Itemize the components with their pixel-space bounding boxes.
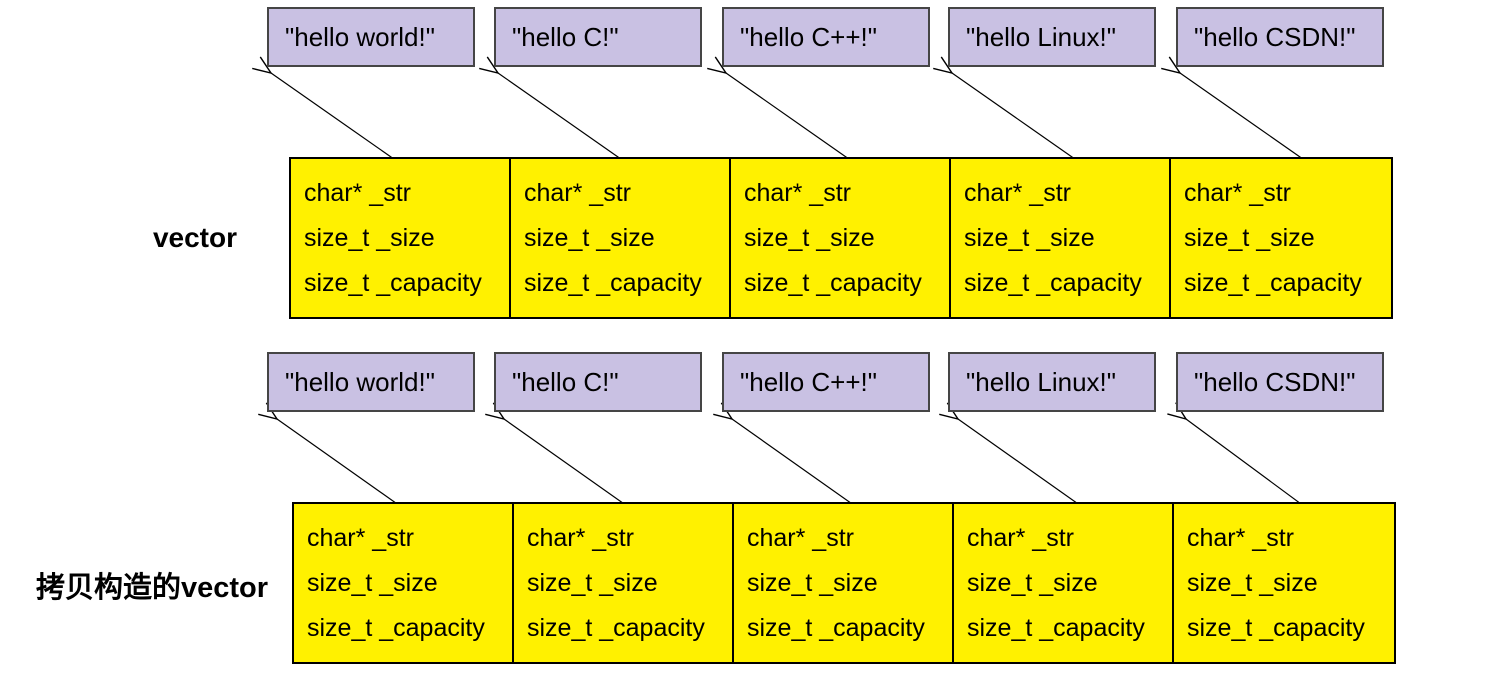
field-size-label: size_t _size <box>967 568 1098 597</box>
field-str-label: char* _str <box>307 523 414 552</box>
field-capacity-label: size_t _capacity <box>1187 613 1365 642</box>
vector-element-cell: char* _str size_t _size size_t _capacity <box>951 159 1171 317</box>
field-capacity-label: size_t _capacity <box>524 268 702 297</box>
field-str-label: char* _str <box>964 178 1071 207</box>
field-size-label: size_t _size <box>1187 568 1318 597</box>
string-literal-box: "hello Linux!" <box>948 352 1156 412</box>
string-literal-text: "hello CSDN!" <box>1194 366 1356 397</box>
vector-element-cell: char* _str size_t _size size_t _capacity <box>1174 504 1394 662</box>
string-literal-text: "hello CSDN!" <box>1194 21 1356 52</box>
field-size-label: size_t _size <box>964 223 1095 252</box>
field-capacity-label: size_t _capacity <box>747 613 925 642</box>
string-literal-box: "hello C!" <box>494 352 702 412</box>
field-capacity-label: size_t _capacity <box>744 268 922 297</box>
string-literal-text: "hello Linux!" <box>966 366 1116 397</box>
string-literal-box: "hello world!" <box>267 352 475 412</box>
string-literal-text: "hello world!" <box>285 21 435 52</box>
field-str-label: char* _str <box>1187 523 1294 552</box>
field-size-label: size_t _size <box>527 568 658 597</box>
string-literal-text: "hello C++!" <box>740 366 877 397</box>
field-capacity-label: size_t _capacity <box>964 268 1142 297</box>
field-str-label: char* _str <box>527 523 634 552</box>
field-capacity-label: size_t _capacity <box>967 613 1145 642</box>
field-str-label: char* _str <box>1184 178 1291 207</box>
copied-vector-label: 拷贝构造的vector <box>35 572 269 604</box>
string-literal-text: "hello world!" <box>285 366 435 397</box>
field-capacity-label: size_t _capacity <box>1184 268 1362 297</box>
string-literal-box: "hello CSDN!" <box>1176 352 1384 412</box>
vector-element-cell: char* _str size_t _size size_t _capacity <box>511 159 731 317</box>
field-capacity-label: size_t _capacity <box>307 613 485 642</box>
vector-element-cell: char* _str size_t _size size_t _capacity <box>954 504 1174 662</box>
string-literal-text: "hello C++!" <box>740 21 877 52</box>
field-size-label: size_t _size <box>307 568 438 597</box>
copied-vector-table: char* _str size_t _size size_t _capacity… <box>292 502 1396 664</box>
string-literal-text: "hello C!" <box>512 21 619 52</box>
vector-element-cell: char* _str size_t _size size_t _capacity <box>1171 159 1391 317</box>
field-capacity-label: size_t _capacity <box>527 613 705 642</box>
field-size-label: size_t _size <box>747 568 878 597</box>
field-str-label: char* _str <box>967 523 1074 552</box>
vector-element-cell: char* _str size_t _size size_t _capacity <box>514 504 734 662</box>
field-str-label: char* _str <box>744 178 851 207</box>
string-literal-box: "hello CSDN!" <box>1176 7 1384 67</box>
string-literal-box: "hello C++!" <box>722 7 930 67</box>
field-size-label: size_t _size <box>524 223 655 252</box>
field-size-label: size_t _size <box>304 223 435 252</box>
vector-element-cell: char* _str size_t _size size_t _capacity <box>731 159 951 317</box>
field-str-label: char* _str <box>747 523 854 552</box>
field-capacity-label: size_t _capacity <box>304 268 482 297</box>
vector-table: char* _str size_t _size size_t _capacity… <box>289 157 1393 319</box>
string-literal-text: "hello Linux!" <box>966 21 1116 52</box>
vector-element-cell: char* _str size_t _size size_t _capacity <box>294 504 514 662</box>
field-size-label: size_t _size <box>1184 223 1315 252</box>
vector-element-cell: char* _str size_t _size size_t _capacity <box>734 504 954 662</box>
field-str-label: char* _str <box>304 178 411 207</box>
string-literal-box: "hello C!" <box>494 7 702 67</box>
vector-label: vector <box>152 222 238 253</box>
field-size-label: size_t _size <box>744 223 875 252</box>
string-literal-box: "hello C++!" <box>722 352 930 412</box>
string-literal-box: "hello world!" <box>267 7 475 67</box>
vector-element-cell: char* _str size_t _size size_t _capacity <box>291 159 511 317</box>
string-literal-box: "hello Linux!" <box>948 7 1156 67</box>
string-literal-text: "hello C!" <box>512 366 619 397</box>
field-str-label: char* _str <box>524 178 631 207</box>
